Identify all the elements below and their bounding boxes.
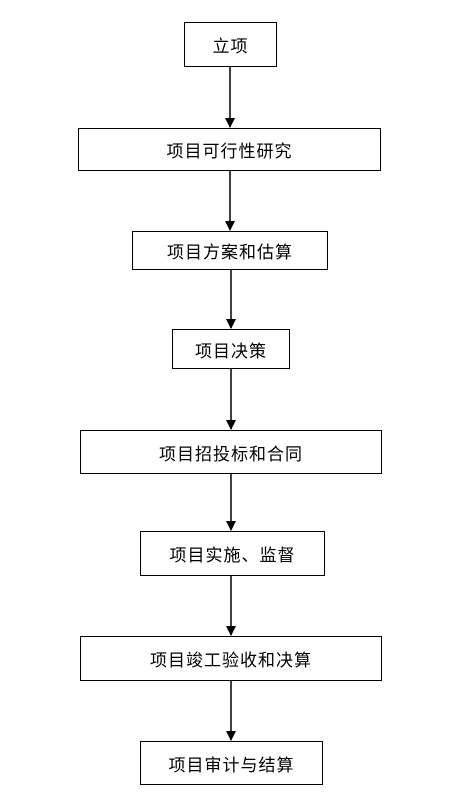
- step-completion-acceptance: 项目竣工验收和决算: [80, 636, 382, 681]
- step-label: 项目招投标和合同: [159, 444, 303, 465]
- step-audit-settlement: 项目审计与结算: [140, 741, 323, 785]
- step-label: 项目方案和估算: [167, 243, 293, 263]
- step-label: 项目可行性研究: [166, 142, 293, 162]
- step-project-initiation: 立项: [184, 22, 277, 67]
- step-label: 项目决策: [195, 341, 267, 362]
- step-implementation-supervision: 项目实施、监督: [140, 531, 325, 576]
- step-plan-and-estimate: 项目方案和估算: [132, 231, 328, 270]
- step-feasibility-study: 项目可行性研究: [78, 128, 381, 171]
- step-project-decision: 项目决策: [172, 329, 290, 369]
- step-label: 项目实施、监督: [169, 546, 296, 566]
- step-bidding-and-contract: 项目招投标和合同: [80, 430, 382, 474]
- step-label: 项目审计与结算: [168, 755, 295, 776]
- step-label: 立项: [212, 37, 249, 57]
- step-label: 项目竣工验收和决算: [150, 651, 312, 671]
